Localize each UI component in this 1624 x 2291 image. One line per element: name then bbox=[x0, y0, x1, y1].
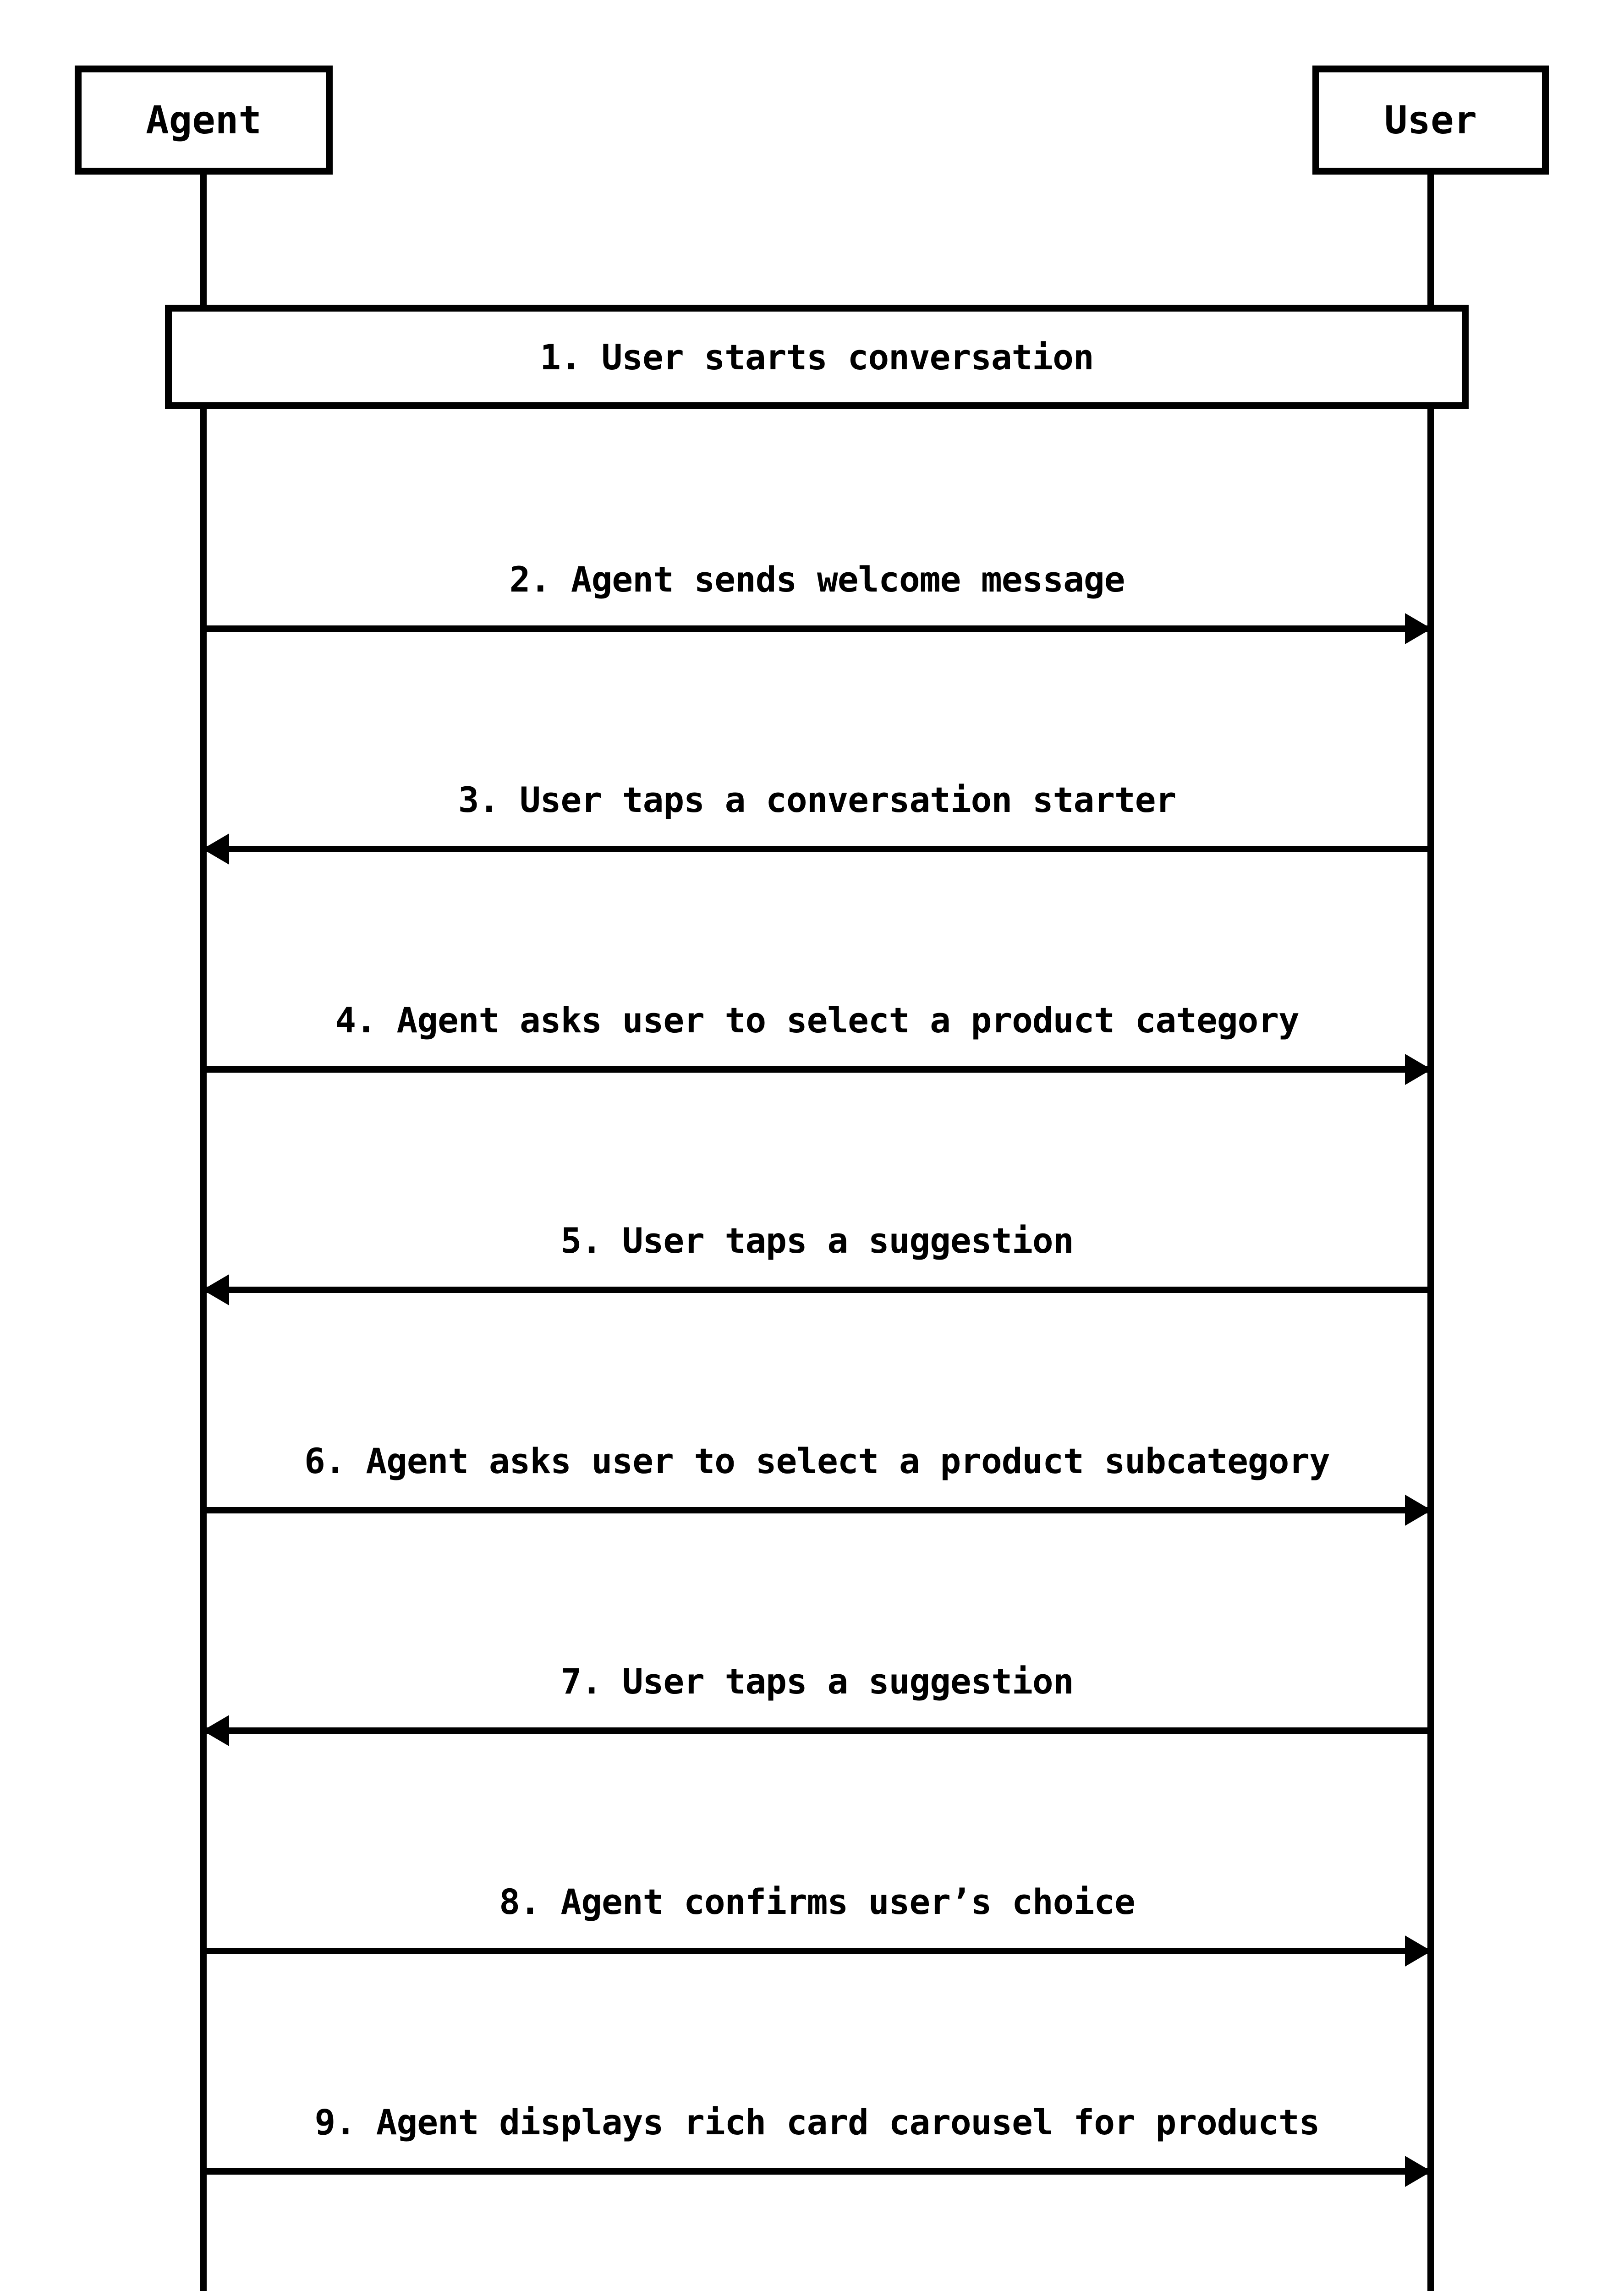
message-6: 6. Agent asks user to select a product s… bbox=[203, 1367, 1432, 1526]
message-2-arrow-line bbox=[203, 613, 1432, 644]
user-lifeline bbox=[1427, 175, 1434, 2291]
arrowhead-right-icon bbox=[1405, 1054, 1432, 1085]
message-4: 4. Agent asks user to select a product c… bbox=[203, 926, 1432, 1085]
message-8: 8. Agent confirms user’s choice bbox=[203, 1808, 1432, 1967]
message-8-arrow-line bbox=[203, 1935, 1432, 1967]
message-2: 2. Agent sends welcome message bbox=[203, 485, 1432, 644]
message-2-label: 2. Agent sends welcome message bbox=[509, 559, 1125, 600]
message-9-arrow-line bbox=[203, 2156, 1432, 2187]
arrowhead-left-icon bbox=[203, 1274, 229, 1305]
message-3-arrow-line bbox=[203, 833, 1431, 865]
message-3: 3. User taps a conversation starter bbox=[203, 706, 1431, 865]
message-4-label: 4. Agent asks user to select a product c… bbox=[335, 999, 1300, 1041]
message-6-arrow-line bbox=[203, 1495, 1432, 1526]
message-6-label: 6. Agent asks user to select a product s… bbox=[304, 1440, 1330, 1481]
actor-label-user: User bbox=[1384, 98, 1477, 143]
message-9-label: 9. Agent displays rich card carousel for… bbox=[314, 2101, 1320, 2143]
message-5: 5. User taps a suggestion bbox=[203, 1146, 1431, 1305]
arrowhead-right-icon bbox=[1405, 1935, 1432, 1967]
arrowhead-right-icon bbox=[1405, 1495, 1432, 1526]
arrowhead-right-icon bbox=[1405, 2156, 1432, 2187]
message-7-arrow-line bbox=[203, 1715, 1431, 1746]
message-9: 9. Agent displays rich card carousel for… bbox=[203, 2028, 1432, 2187]
note-over: 1. User starts conversation bbox=[165, 305, 1469, 409]
arrowhead-left-icon bbox=[203, 1715, 229, 1746]
message-7-label: 7. User taps a suggestion bbox=[560, 1661, 1074, 1702]
message-8-label: 8. Agent confirms user’s choice bbox=[499, 1881, 1135, 1922]
agent-lifeline bbox=[200, 175, 207, 2291]
note-label: 1. User starts conversation bbox=[540, 336, 1094, 378]
message-7: 7. User taps a suggestion bbox=[203, 1587, 1431, 1746]
message-10: 10. User selects a product bbox=[203, 2248, 1431, 2291]
message-3-label: 3. User taps a conversation starter bbox=[458, 779, 1176, 820]
actor-box-agent-top: Agent bbox=[75, 66, 333, 175]
message-4-arrow-line bbox=[203, 1054, 1432, 1085]
actor-label-agent: Agent bbox=[146, 98, 262, 143]
arrowhead-left-icon bbox=[203, 833, 229, 865]
arrowhead-right-icon bbox=[1405, 613, 1432, 644]
message-5-label: 5. User taps a suggestion bbox=[560, 1220, 1074, 1261]
actor-box-user-top: User bbox=[1312, 66, 1549, 175]
message-5-arrow-line bbox=[203, 1274, 1431, 1305]
